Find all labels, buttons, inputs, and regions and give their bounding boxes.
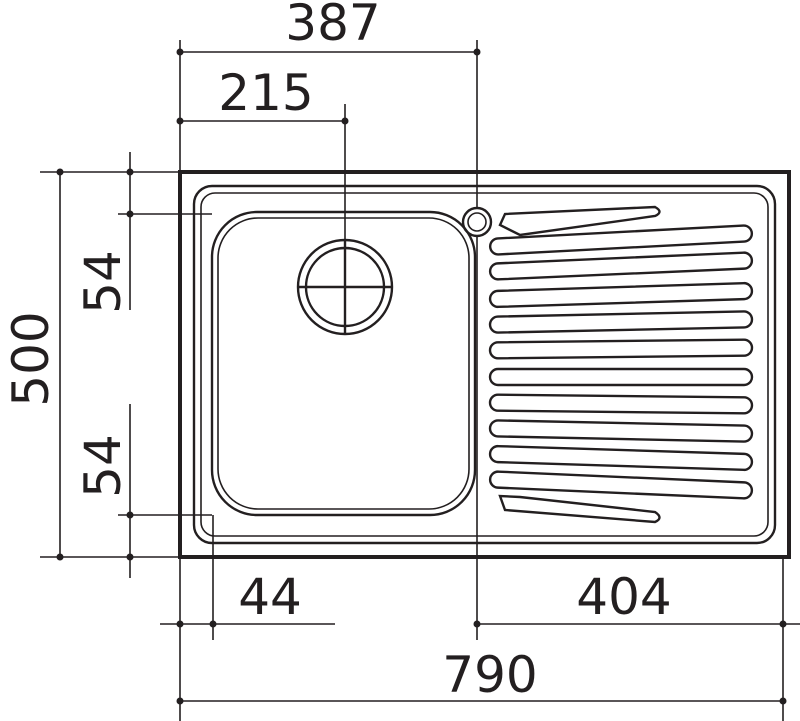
dimension-500: 500 [2, 168, 180, 561]
dim-label-215: 215 [218, 64, 313, 122]
sink-outline [178, 170, 791, 559]
dim-label-790: 790 [442, 646, 537, 704]
dimension-790: 790 [176, 646, 787, 705]
dimension-54-bottom: 54 [74, 404, 212, 578]
tap-hole-icon [461, 206, 493, 238]
dim-label-54-bottom: 54 [74, 434, 132, 498]
dimension-387: 387 [176, 0, 481, 208]
dimension-54-top: 54 [74, 152, 212, 314]
sink-bowl [210, 210, 477, 517]
drainer-ribs [488, 205, 754, 524]
dim-label-500: 500 [2, 311, 60, 406]
dim-label-387: 387 [285, 0, 380, 52]
dimension-215: 215 [176, 64, 349, 240]
dim-label-44: 44 [238, 568, 302, 626]
dimension-404: 404 [473, 236, 800, 721]
dimension-44: 44 [160, 515, 335, 721]
dim-label-54-top: 54 [74, 250, 132, 314]
dim-label-404: 404 [576, 568, 671, 626]
drain-strainer-icon [296, 238, 394, 336]
